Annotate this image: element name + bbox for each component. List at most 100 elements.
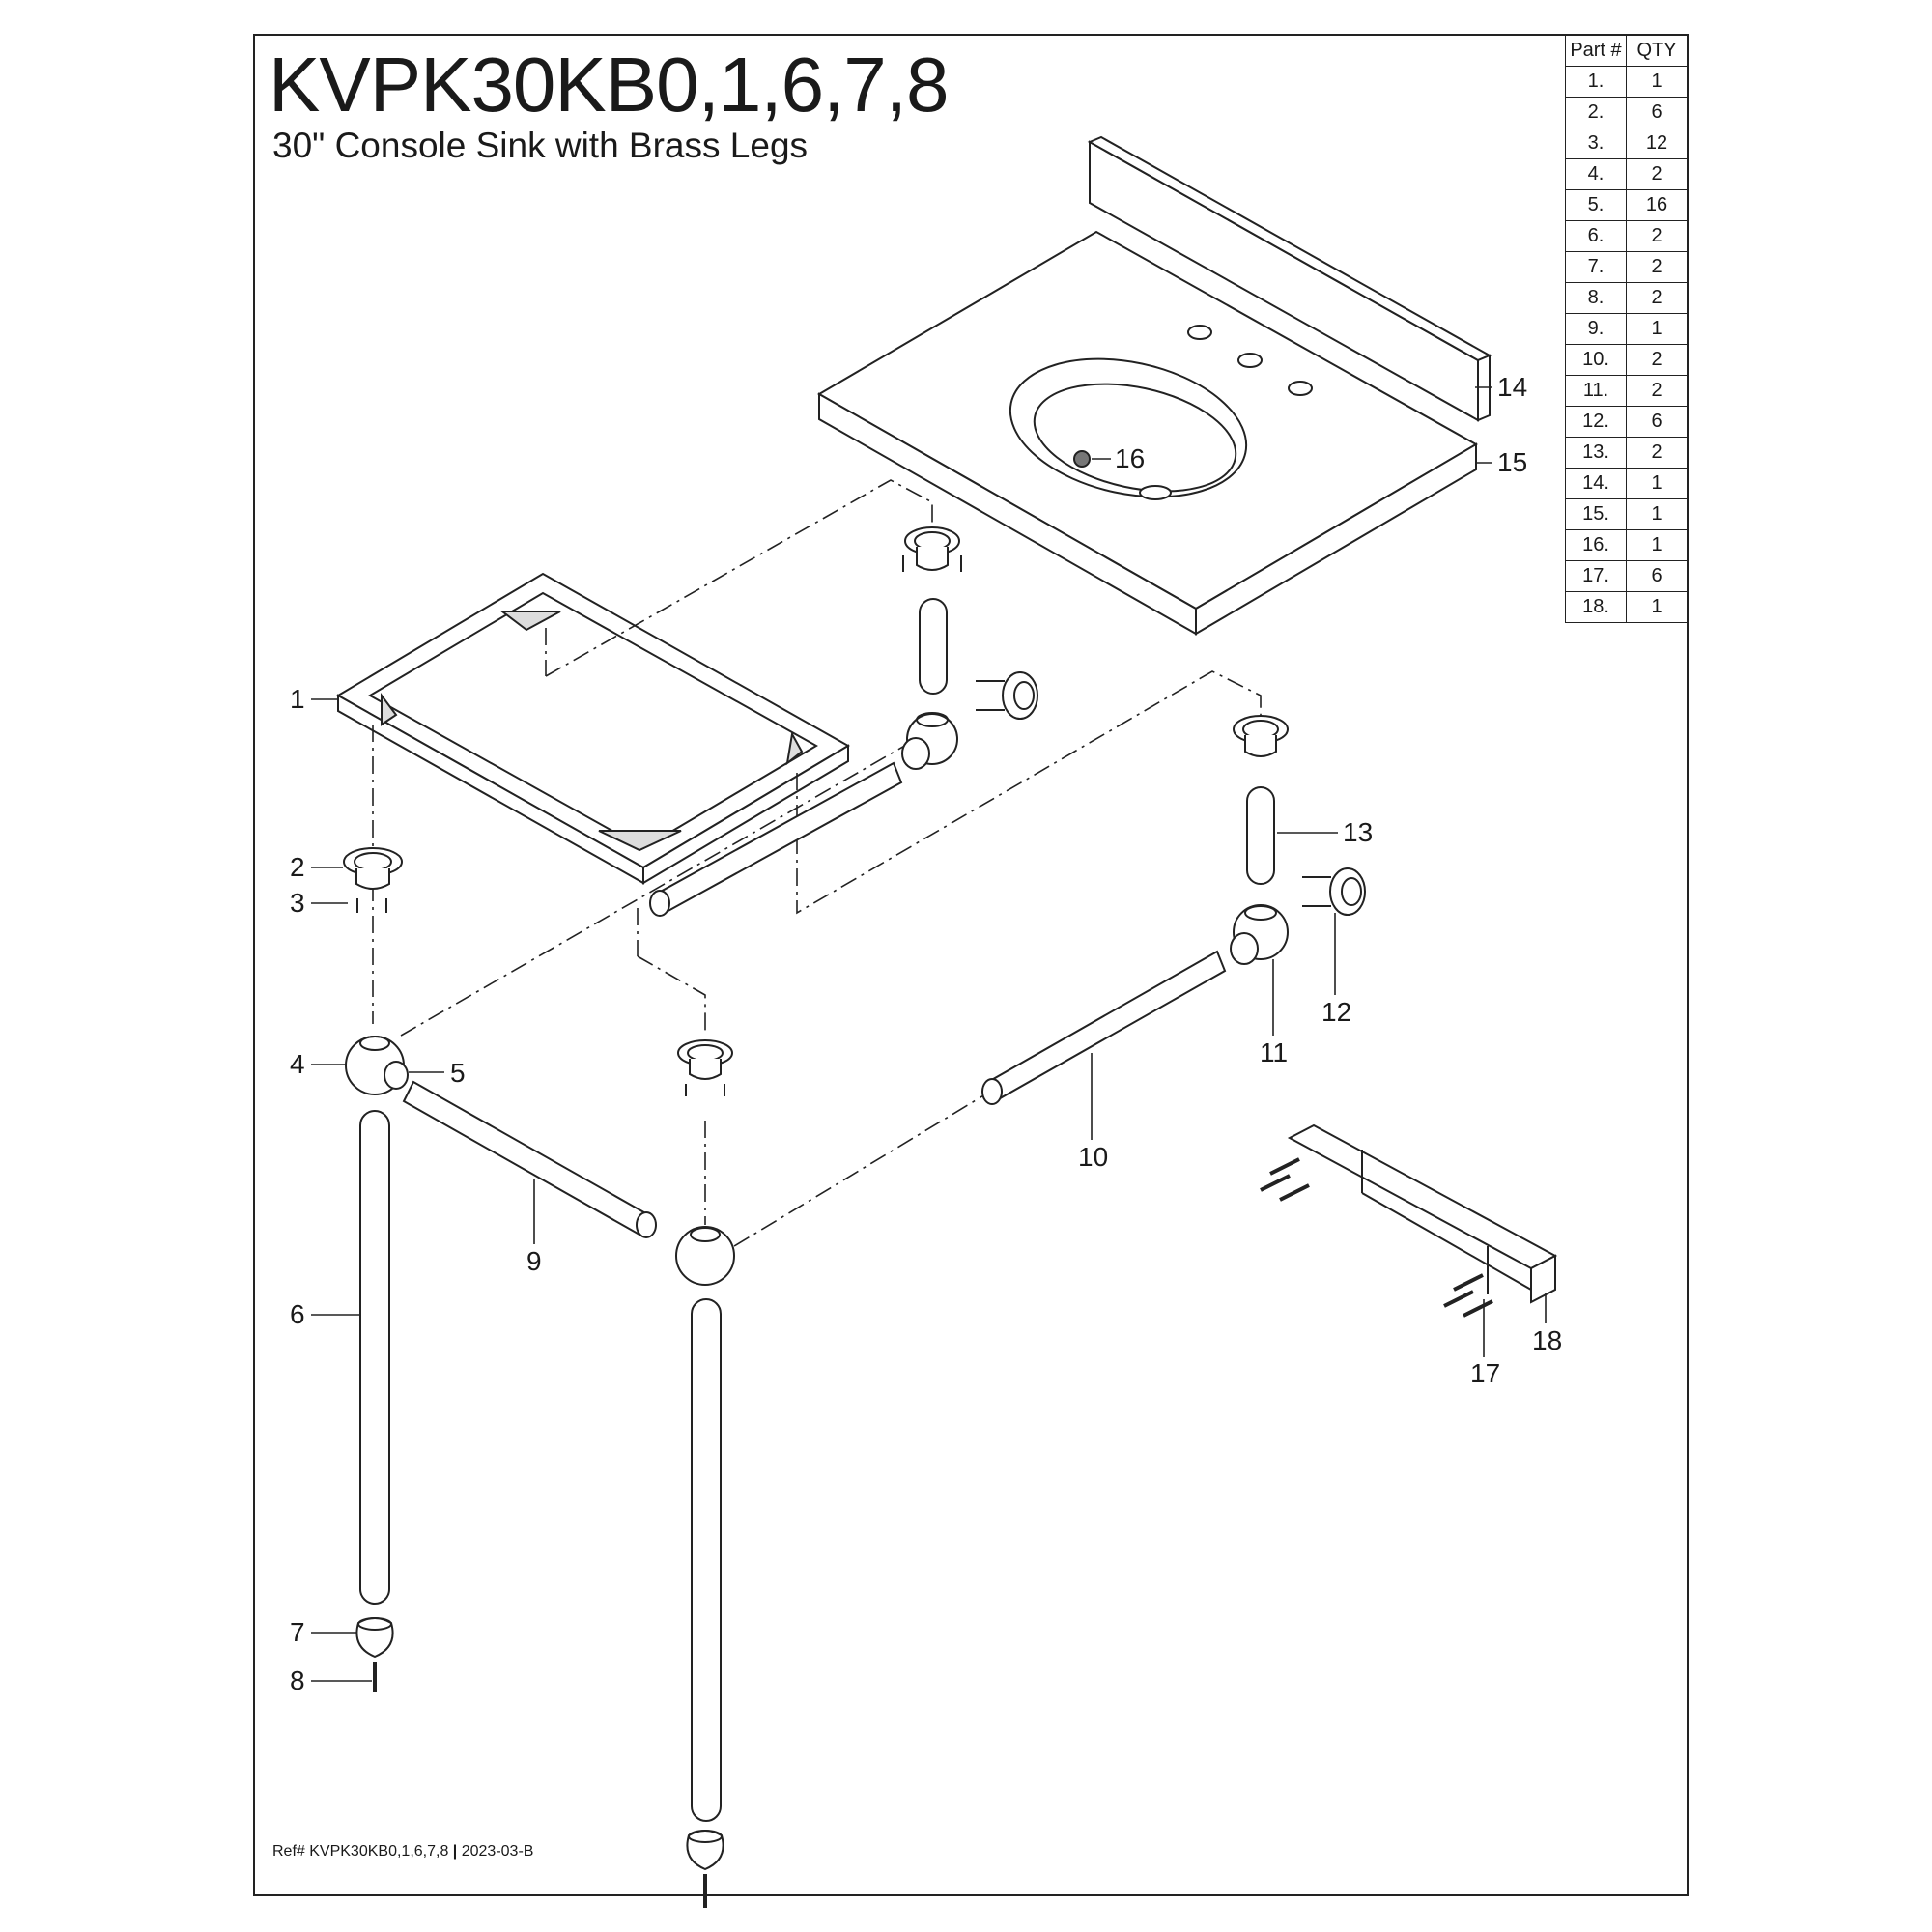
quantity-cell: 12 — [1626, 128, 1688, 159]
part-number-cell: 12. — [1565, 406, 1627, 438]
flange-rear-right — [1233, 715, 1289, 757]
part-number-cell: 17. — [1565, 560, 1627, 592]
part-number-cell: 18. — [1565, 591, 1627, 623]
part-number-cell: 1. — [1565, 66, 1627, 98]
assembly-guide-lines — [372, 479, 1262, 1247]
table-row: 15.1 — [1565, 498, 1688, 530]
table-row: 10.2 — [1565, 344, 1688, 376]
quantity-cell: 1 — [1626, 591, 1688, 623]
quantity-cell: 1 — [1626, 498, 1688, 530]
countertop-vanity-top — [816, 230, 1479, 636]
callout-3: 3 — [290, 888, 305, 918]
quantity-cell: 2 — [1626, 437, 1688, 469]
reference-separator: | — [452, 1843, 458, 1860]
callout-7: 7 — [290, 1617, 305, 1647]
part-number-cell: 16. — [1565, 529, 1627, 561]
callout-16: 16 — [1115, 443, 1146, 473]
flange-front-right — [677, 1039, 733, 1096]
quantity-cell: 1 — [1626, 66, 1688, 98]
callout-9: 9 — [526, 1246, 542, 1276]
part-number-cell: 15. — [1565, 498, 1627, 530]
table-row: 12.6 — [1565, 406, 1688, 438]
callout-18: 18 — [1532, 1325, 1563, 1355]
callout-13: 13 — [1343, 817, 1374, 847]
callout-6: 6 — [290, 1299, 305, 1329]
foot-left — [355, 1617, 394, 1692]
callout-2: 2 — [290, 852, 305, 882]
callout-1: 1 — [290, 684, 305, 714]
callout-5: 5 — [450, 1058, 466, 1088]
quantity-cell: 1 — [1626, 468, 1688, 499]
reference-number: Ref# KVPK30KB0,1,6,7,8 — [272, 1843, 449, 1860]
quantity-cell: 2 — [1626, 282, 1688, 314]
tube-upper-right — [1246, 786, 1275, 885]
table-row: 18.1 — [1565, 591, 1688, 623]
callout-15: 15 — [1497, 447, 1528, 477]
tube-side-left — [402, 1080, 657, 1238]
header-part-number: Part # — [1565, 35, 1627, 67]
part-number-cell: 11. — [1565, 375, 1627, 407]
foot-right — [686, 1830, 724, 1908]
quantity-cell: 6 — [1626, 97, 1688, 128]
reference-footer: Ref# KVPK30KB0,1,6,7,8 | 2023-03-B — [272, 1843, 533, 1861]
part-number-cell: 9. — [1565, 313, 1627, 345]
callout-17: 17 — [1470, 1358, 1501, 1388]
part-number-cell: 6. — [1565, 220, 1627, 252]
part-number-cell: 2. — [1565, 97, 1627, 128]
table-row: 14.1 — [1565, 468, 1688, 499]
quantity-cell: 2 — [1626, 344, 1688, 376]
quantity-cell: 1 — [1626, 529, 1688, 561]
ball-connector-rear-left — [901, 671, 1038, 770]
tube-rear-upper — [919, 598, 948, 695]
leg-left — [359, 1110, 390, 1605]
table-row: 11.2 — [1565, 375, 1688, 407]
table-row: 8.2 — [1565, 282, 1688, 314]
part-number-cell: 7. — [1565, 251, 1627, 283]
page-subtitle: 30" Console Sink with Brass Legs — [272, 126, 809, 165]
ball-connector-front-left — [345, 1036, 409, 1095]
header-quantity: QTY — [1626, 35, 1688, 67]
tube-rear-left — [649, 761, 903, 917]
quantity-cell: 2 — [1626, 375, 1688, 407]
page-title: KVPK30KB0,1,6,7,8 — [269, 42, 950, 128]
wall-bracket — [1287, 1123, 1558, 1304]
quantity-cell: 2 — [1626, 251, 1688, 283]
ball-connector-rear-right — [1230, 867, 1366, 965]
table-row: 9.1 — [1565, 313, 1688, 345]
quantity-cell: 1 — [1626, 313, 1688, 345]
part-number-cell: 3. — [1565, 128, 1627, 159]
callout-12: 12 — [1321, 997, 1352, 1027]
part-number-cell: 13. — [1565, 437, 1627, 469]
reference-date-code: 2023-03-B — [461, 1843, 534, 1860]
part-number-cell: 14. — [1565, 468, 1627, 499]
callout-8: 8 — [290, 1665, 305, 1695]
callout-11: 11 — [1260, 1037, 1289, 1067]
callout-14: 14 — [1497, 372, 1528, 402]
table-header-row: Part # QTY — [1565, 35, 1688, 67]
flange-rear-right-top — [902, 526, 962, 572]
part-number-cell: 4. — [1565, 158, 1627, 190]
leg-right — [691, 1298, 722, 1822]
part-number-cell: 8. — [1565, 282, 1627, 314]
table-row: 16.1 — [1565, 529, 1688, 561]
part-number-cell: 10. — [1565, 344, 1627, 376]
table-row: 1.1 — [1565, 66, 1688, 98]
wall-screws — [1260, 1157, 1493, 1318]
table-row: 4.2 — [1565, 158, 1688, 190]
quantity-cell: 6 — [1626, 560, 1688, 592]
quantity-cell: 2 — [1626, 158, 1688, 190]
tube-side-right — [981, 950, 1227, 1105]
quantity-cell: 2 — [1626, 220, 1688, 252]
table-row: 2.6 — [1565, 97, 1688, 128]
table-row: 13.2 — [1565, 437, 1688, 469]
table-row: 5.16 — [1565, 189, 1688, 221]
table-row: 6.2 — [1565, 220, 1688, 252]
quantity-cell: 6 — [1626, 406, 1688, 438]
table-row: 3.12 — [1565, 128, 1688, 159]
ball-connector-front-right — [675, 1226, 735, 1286]
callout-10: 10 — [1078, 1142, 1109, 1172]
table-row: 17.6 — [1565, 560, 1688, 592]
